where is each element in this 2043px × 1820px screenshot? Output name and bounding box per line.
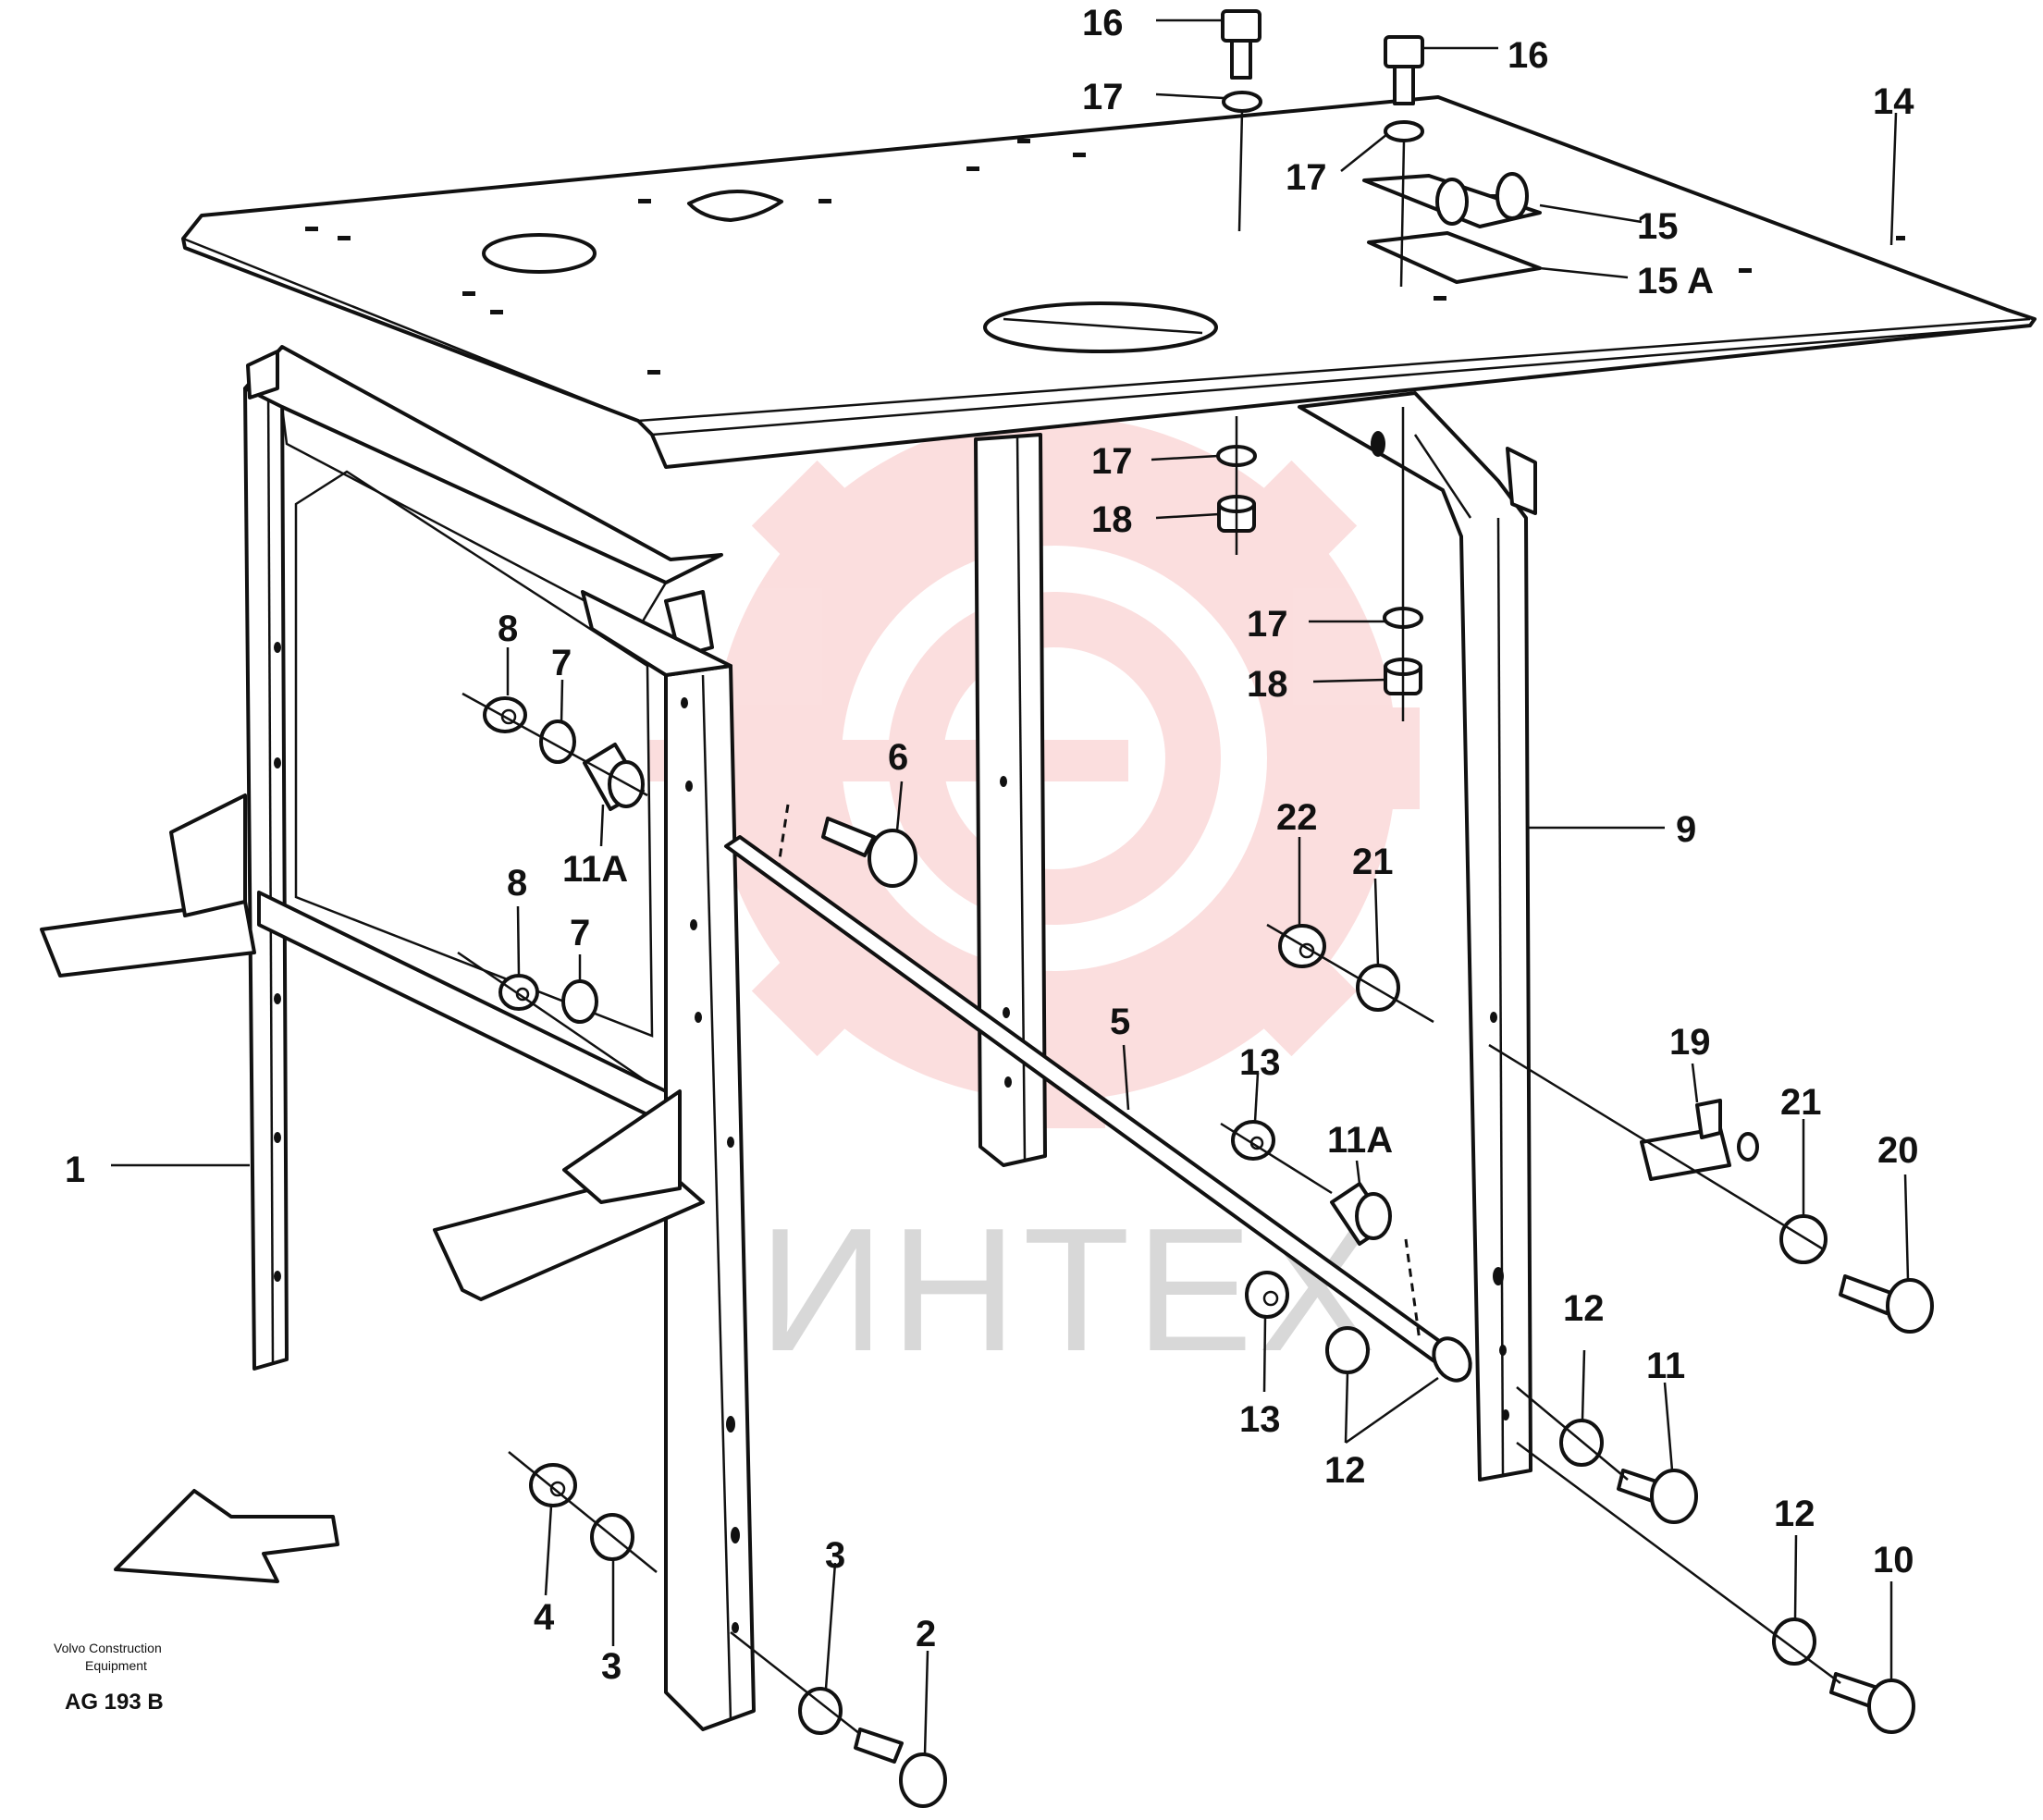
nut (483, 696, 527, 733)
roof-opening (687, 190, 783, 222)
assembly-lines (457, 110, 1841, 1735)
callout-16: 16 (1082, 3, 1124, 43)
callout-14: 14 (1873, 81, 1914, 122)
callout-16: 16 (1508, 35, 1549, 76)
roof-plate (181, 95, 2037, 469)
angle-bracket (1640, 1099, 1759, 1181)
roof-opening (482, 233, 597, 274)
center-post (974, 433, 1047, 1167)
callout-15: 15 (1637, 206, 1679, 247)
callout-1: 1 (65, 1150, 85, 1190)
callout-7: 7 (570, 913, 590, 953)
bolt (821, 817, 917, 888)
callout-4: 4 (534, 1597, 555, 1638)
left-frame (40, 345, 756, 1731)
callout-3: 3 (825, 1535, 845, 1576)
callout-13: 13 (1239, 1042, 1281, 1083)
callout-2: 2 (916, 1614, 936, 1654)
hinge-bracket (1362, 172, 1542, 228)
callout-17: 17 (1082, 77, 1124, 117)
washer (1559, 1419, 1604, 1467)
callout-3: 3 (601, 1646, 622, 1687)
callout-19: 19 (1669, 1022, 1711, 1063)
washer (1384, 120, 1424, 142)
figure-code: AG 193 B (65, 1690, 164, 1715)
callout-17: 17 (1286, 157, 1327, 198)
bolt (1839, 1274, 1934, 1334)
callout-18: 18 (1247, 664, 1288, 705)
callout-18: 18 (1091, 499, 1133, 540)
callout-11a: 11A (1327, 1120, 1393, 1161)
nut (529, 1463, 577, 1507)
washer (1356, 964, 1400, 1012)
credit-line-2: Equipment (85, 1658, 147, 1673)
washer (1772, 1617, 1816, 1666)
callout-9: 9 (1676, 809, 1696, 850)
callout-5: 5 (1110, 1002, 1130, 1042)
nut (1245, 1271, 1289, 1319)
callout-22: 22 (1276, 797, 1318, 838)
callout-labels: 16 16 17 17 14 15 15 A 17 18 17 18 8 7 1… (65, 3, 1919, 1687)
washer (1779, 1214, 1828, 1264)
washer (561, 979, 598, 1024)
tie-rod (724, 835, 1472, 1383)
spacer (1330, 1182, 1392, 1246)
callout-17: 17 (1091, 441, 1133, 482)
watermark-gear-logo (647, 388, 1420, 1128)
washer (1325, 1326, 1370, 1374)
callout-8: 8 (507, 863, 527, 904)
bolt (1384, 35, 1424, 105)
direction-arrow (114, 1489, 339, 1583)
callout-12: 12 (1324, 1450, 1366, 1491)
credit-line-1: Volvo Construction (54, 1641, 162, 1655)
callout-20: 20 (1877, 1130, 1919, 1171)
callout-15-a: 15 A (1637, 261, 1714, 301)
callout-13: 13 (1239, 1399, 1281, 1440)
callout-10: 10 (1873, 1540, 1914, 1580)
callout-21: 21 (1352, 842, 1394, 882)
callout-11a: 11A (562, 849, 628, 890)
callout-7: 7 (551, 643, 572, 683)
callout-21: 21 (1780, 1082, 1822, 1123)
bolt (854, 1728, 947, 1808)
roof-opening (983, 301, 1218, 353)
callout-12: 12 (1563, 1288, 1605, 1329)
bolt (1829, 1672, 1915, 1734)
bolt (1221, 9, 1261, 80)
right-frame (1298, 391, 1537, 1482)
fasteners (483, 9, 1934, 1808)
washer (1222, 91, 1262, 113)
callout-8: 8 (498, 609, 518, 649)
callout-12: 12 (1774, 1494, 1815, 1534)
callout-11: 11 (1646, 1346, 1685, 1386)
bolt (1617, 1469, 1698, 1524)
leader-lines (111, 18, 1910, 1755)
washer (798, 1687, 843, 1735)
callout-6: 6 (888, 737, 908, 778)
callout-17: 17 (1247, 604, 1288, 645)
washer (539, 719, 576, 764)
